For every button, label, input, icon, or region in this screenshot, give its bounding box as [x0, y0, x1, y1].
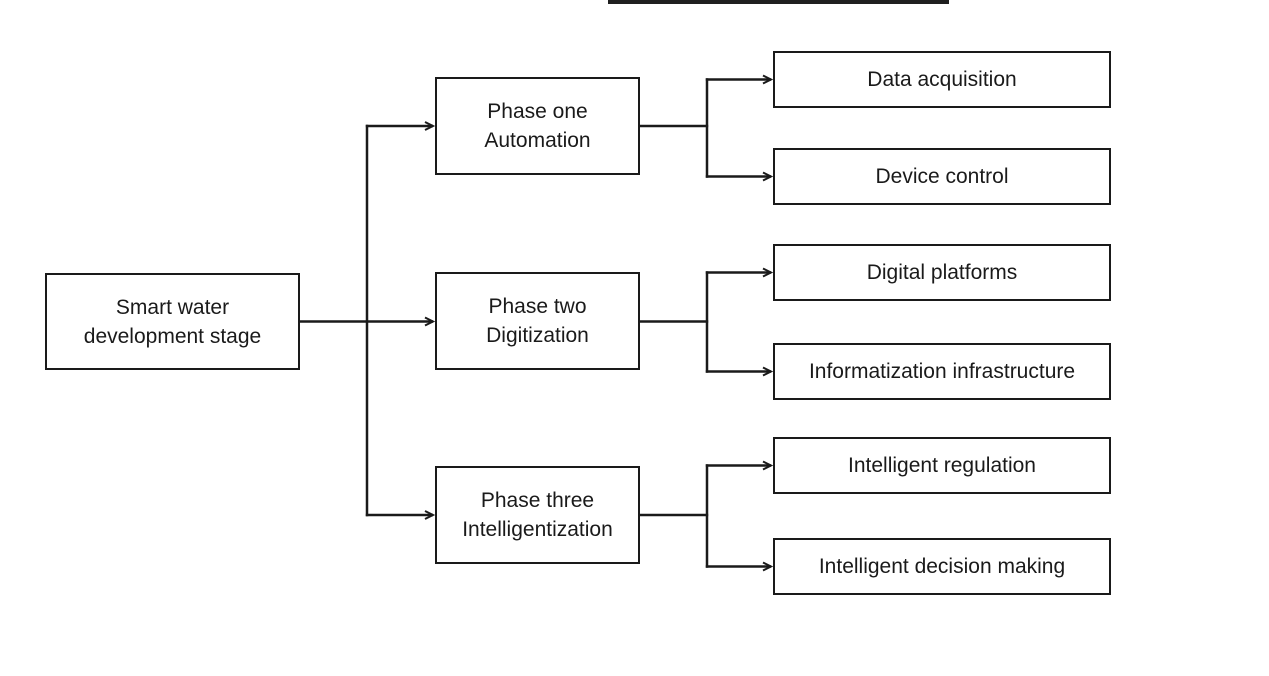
node-label: Phase one Automation [484, 100, 591, 152]
connector-root-to-trunk [299, 121, 436, 520]
node-phase-three-intelligentization: Phase three Intelligentization [435, 466, 640, 564]
node-label: Phase two Digitization [486, 295, 589, 347]
node-label: Informatization infrastructure [808, 360, 1076, 383]
node-label: Smart water development stage [83, 295, 262, 348]
node-intelligent-regulation: Intelligent regulation [773, 437, 1111, 494]
connector-phase1-fanout [640, 74, 774, 182]
node-digital-platforms: Digital platforms [773, 244, 1111, 301]
node-phase-two-digitization: Phase two Digitization [435, 272, 640, 370]
node-intelligent-decision-making: Intelligent decision making [773, 538, 1111, 595]
node-label: Intelligent decision making [818, 555, 1066, 578]
node-label: Intelligent regulation [848, 454, 1036, 477]
cropped-box-bottom-edge [608, 0, 949, 4]
node-smart-water-development-stage: Smart water development stage [45, 273, 300, 370]
node-label: Digital platforms [866, 261, 1018, 284]
node-phase-one-automation: Phase one Automation [435, 77, 640, 175]
node-device-control: Device control [773, 148, 1111, 205]
node-label: Device control [875, 165, 1009, 188]
node-informatization-infrastructure: Informatization infrastructure [773, 343, 1111, 400]
node-data-acquisition: Data acquisition [773, 51, 1111, 108]
connector-phase2-fanout [640, 267, 774, 377]
connector-phase3-fanout [640, 460, 774, 572]
node-label: Phase three Intelligentization [462, 489, 613, 541]
node-label: Data acquisition [867, 68, 1017, 91]
